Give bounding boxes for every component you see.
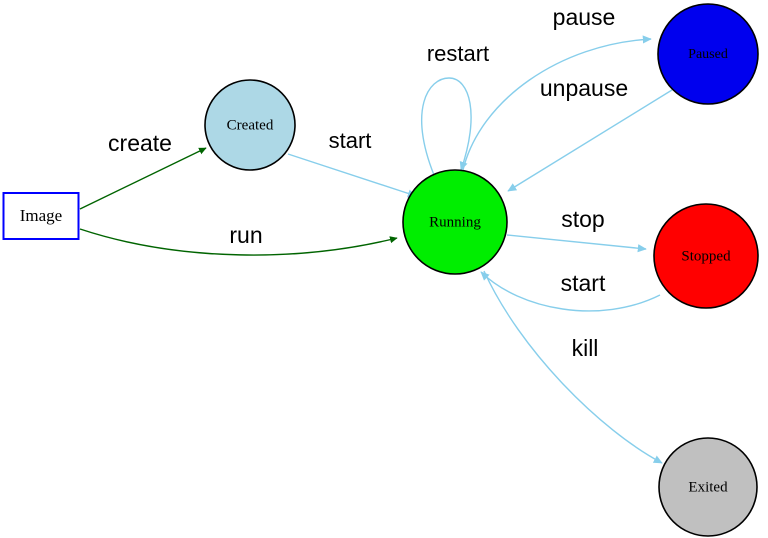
edge-label-create: create — [108, 130, 172, 156]
node-running[interactable]: Running — [402, 169, 508, 275]
node-shape-created — [204, 79, 296, 171]
node-label-exited: Exited — [688, 479, 728, 495]
edge-label-start-created: start — [329, 128, 372, 153]
node-shape-running — [402, 169, 508, 275]
edge-run — [79, 228, 398, 256]
node-shape-exited — [658, 437, 758, 537]
node-stopped[interactable]: Stopped — [653, 203, 759, 309]
edge-labels-layer: create run start restart pause unpause stop sta… — [108, 4, 628, 361]
node-exited[interactable]: Exited — [658, 437, 758, 537]
edge-kill — [483, 270, 663, 464]
node-shape-stopped — [653, 203, 759, 309]
edge-label-run: run — [229, 222, 262, 248]
edge-start-created — [287, 153, 417, 198]
node-image[interactable]: Image — [2, 192, 80, 240]
node-label-created: Created — [227, 117, 274, 133]
node-label-stopped: Stopped — [681, 248, 731, 264]
edge-stop — [506, 234, 647, 253]
node-label-image: Image — [20, 206, 62, 225]
edge-label-unpause: unpause — [540, 75, 628, 101]
edge-restart — [420, 77, 472, 176]
edge-label-kill: kill — [572, 335, 599, 361]
edge-create — [79, 147, 207, 210]
edge-pause — [462, 35, 652, 171]
edges-layer — [79, 35, 673, 464]
node-created[interactable]: Created — [204, 79, 296, 171]
edge-label-stop: stop — [561, 206, 604, 232]
edge-unpause — [507, 89, 673, 192]
node-label-paused: Paused — [688, 47, 728, 62]
node-paused[interactable]: Paused — [657, 3, 759, 105]
edge-label-restart: restart — [427, 41, 489, 66]
node-shape-paused — [657, 3, 759, 105]
node-label-running: Running — [429, 214, 481, 230]
edge-label-pause: pause — [553, 4, 616, 30]
edge-label-start-stopped: start — [561, 270, 606, 296]
edge-start-stopped — [480, 271, 661, 312]
node-shape-image — [2, 192, 80, 240]
